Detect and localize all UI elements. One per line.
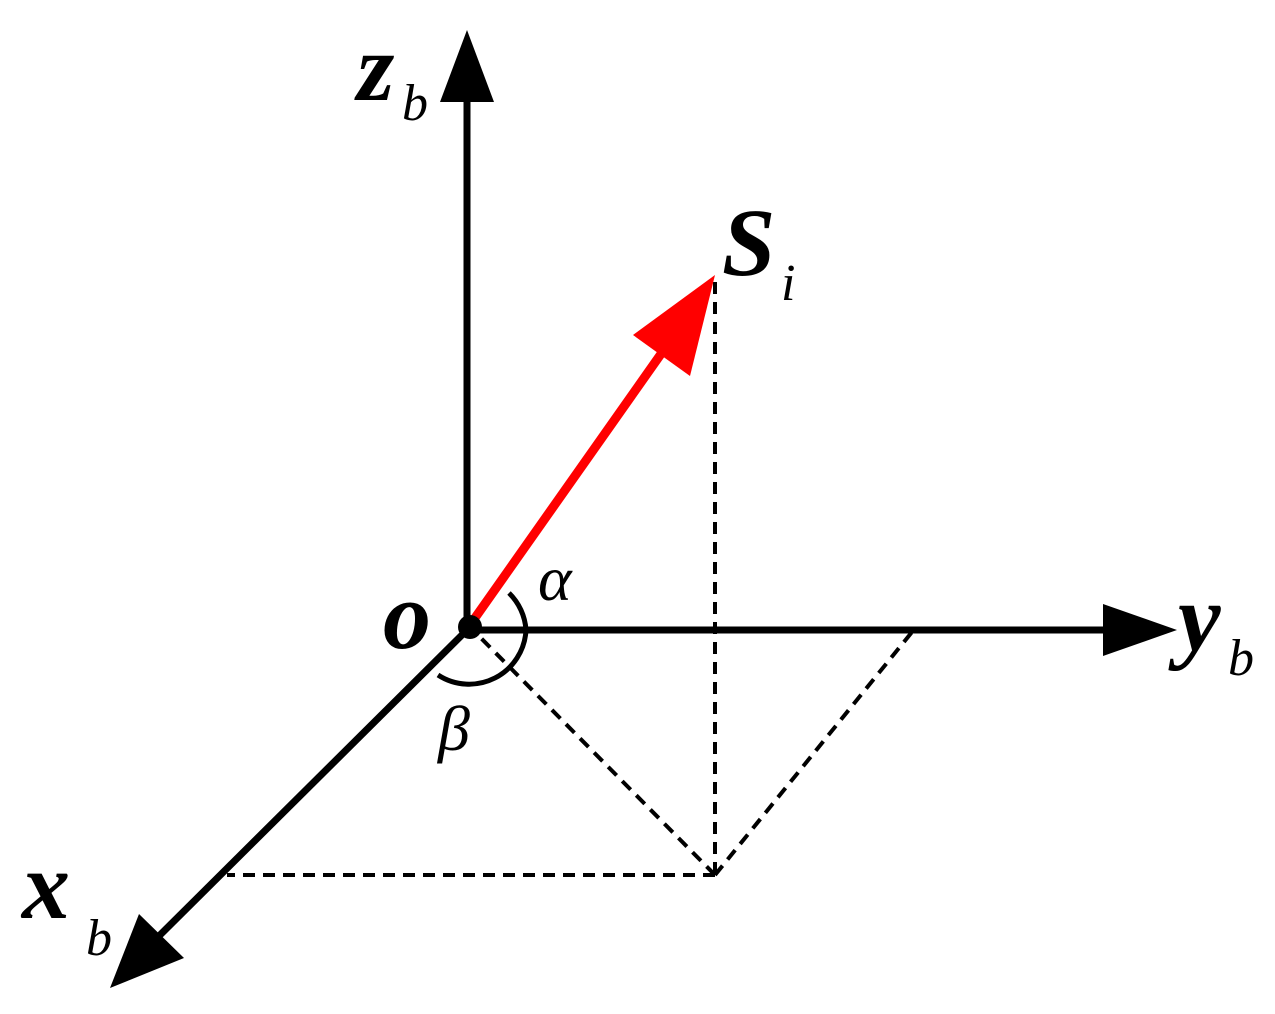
origin-point (458, 615, 482, 639)
beta-arc (436, 629, 529, 687)
x-axis-line (157, 627, 470, 938)
projection-to-y-axis-line (713, 630, 914, 877)
vector-si-subscript: i (781, 255, 795, 312)
origin-label: o (383, 562, 431, 669)
vector-si-line (466, 341, 672, 628)
vector-si-label: S (722, 189, 775, 296)
projection-to-origin-line (468, 625, 717, 877)
z-axis-label: z (354, 14, 394, 121)
x-axis-label: x (20, 832, 70, 939)
x-axis-arrowhead (110, 914, 184, 988)
alpha-angle-label: α (538, 543, 573, 614)
beta-angle-label: β (436, 693, 470, 764)
alpha-arc (507, 591, 529, 631)
axes (157, 100, 1105, 938)
vector-si-arrowhead (633, 275, 715, 376)
z-axis-arrowhead (440, 30, 494, 102)
x-axis-subscript: b (86, 910, 112, 967)
y-axis-arrowhead (1103, 604, 1177, 656)
z-axis-subscript: b (402, 75, 428, 132)
y-axis-label: y (1168, 564, 1221, 671)
y-axis-subscript: b (1228, 630, 1254, 687)
